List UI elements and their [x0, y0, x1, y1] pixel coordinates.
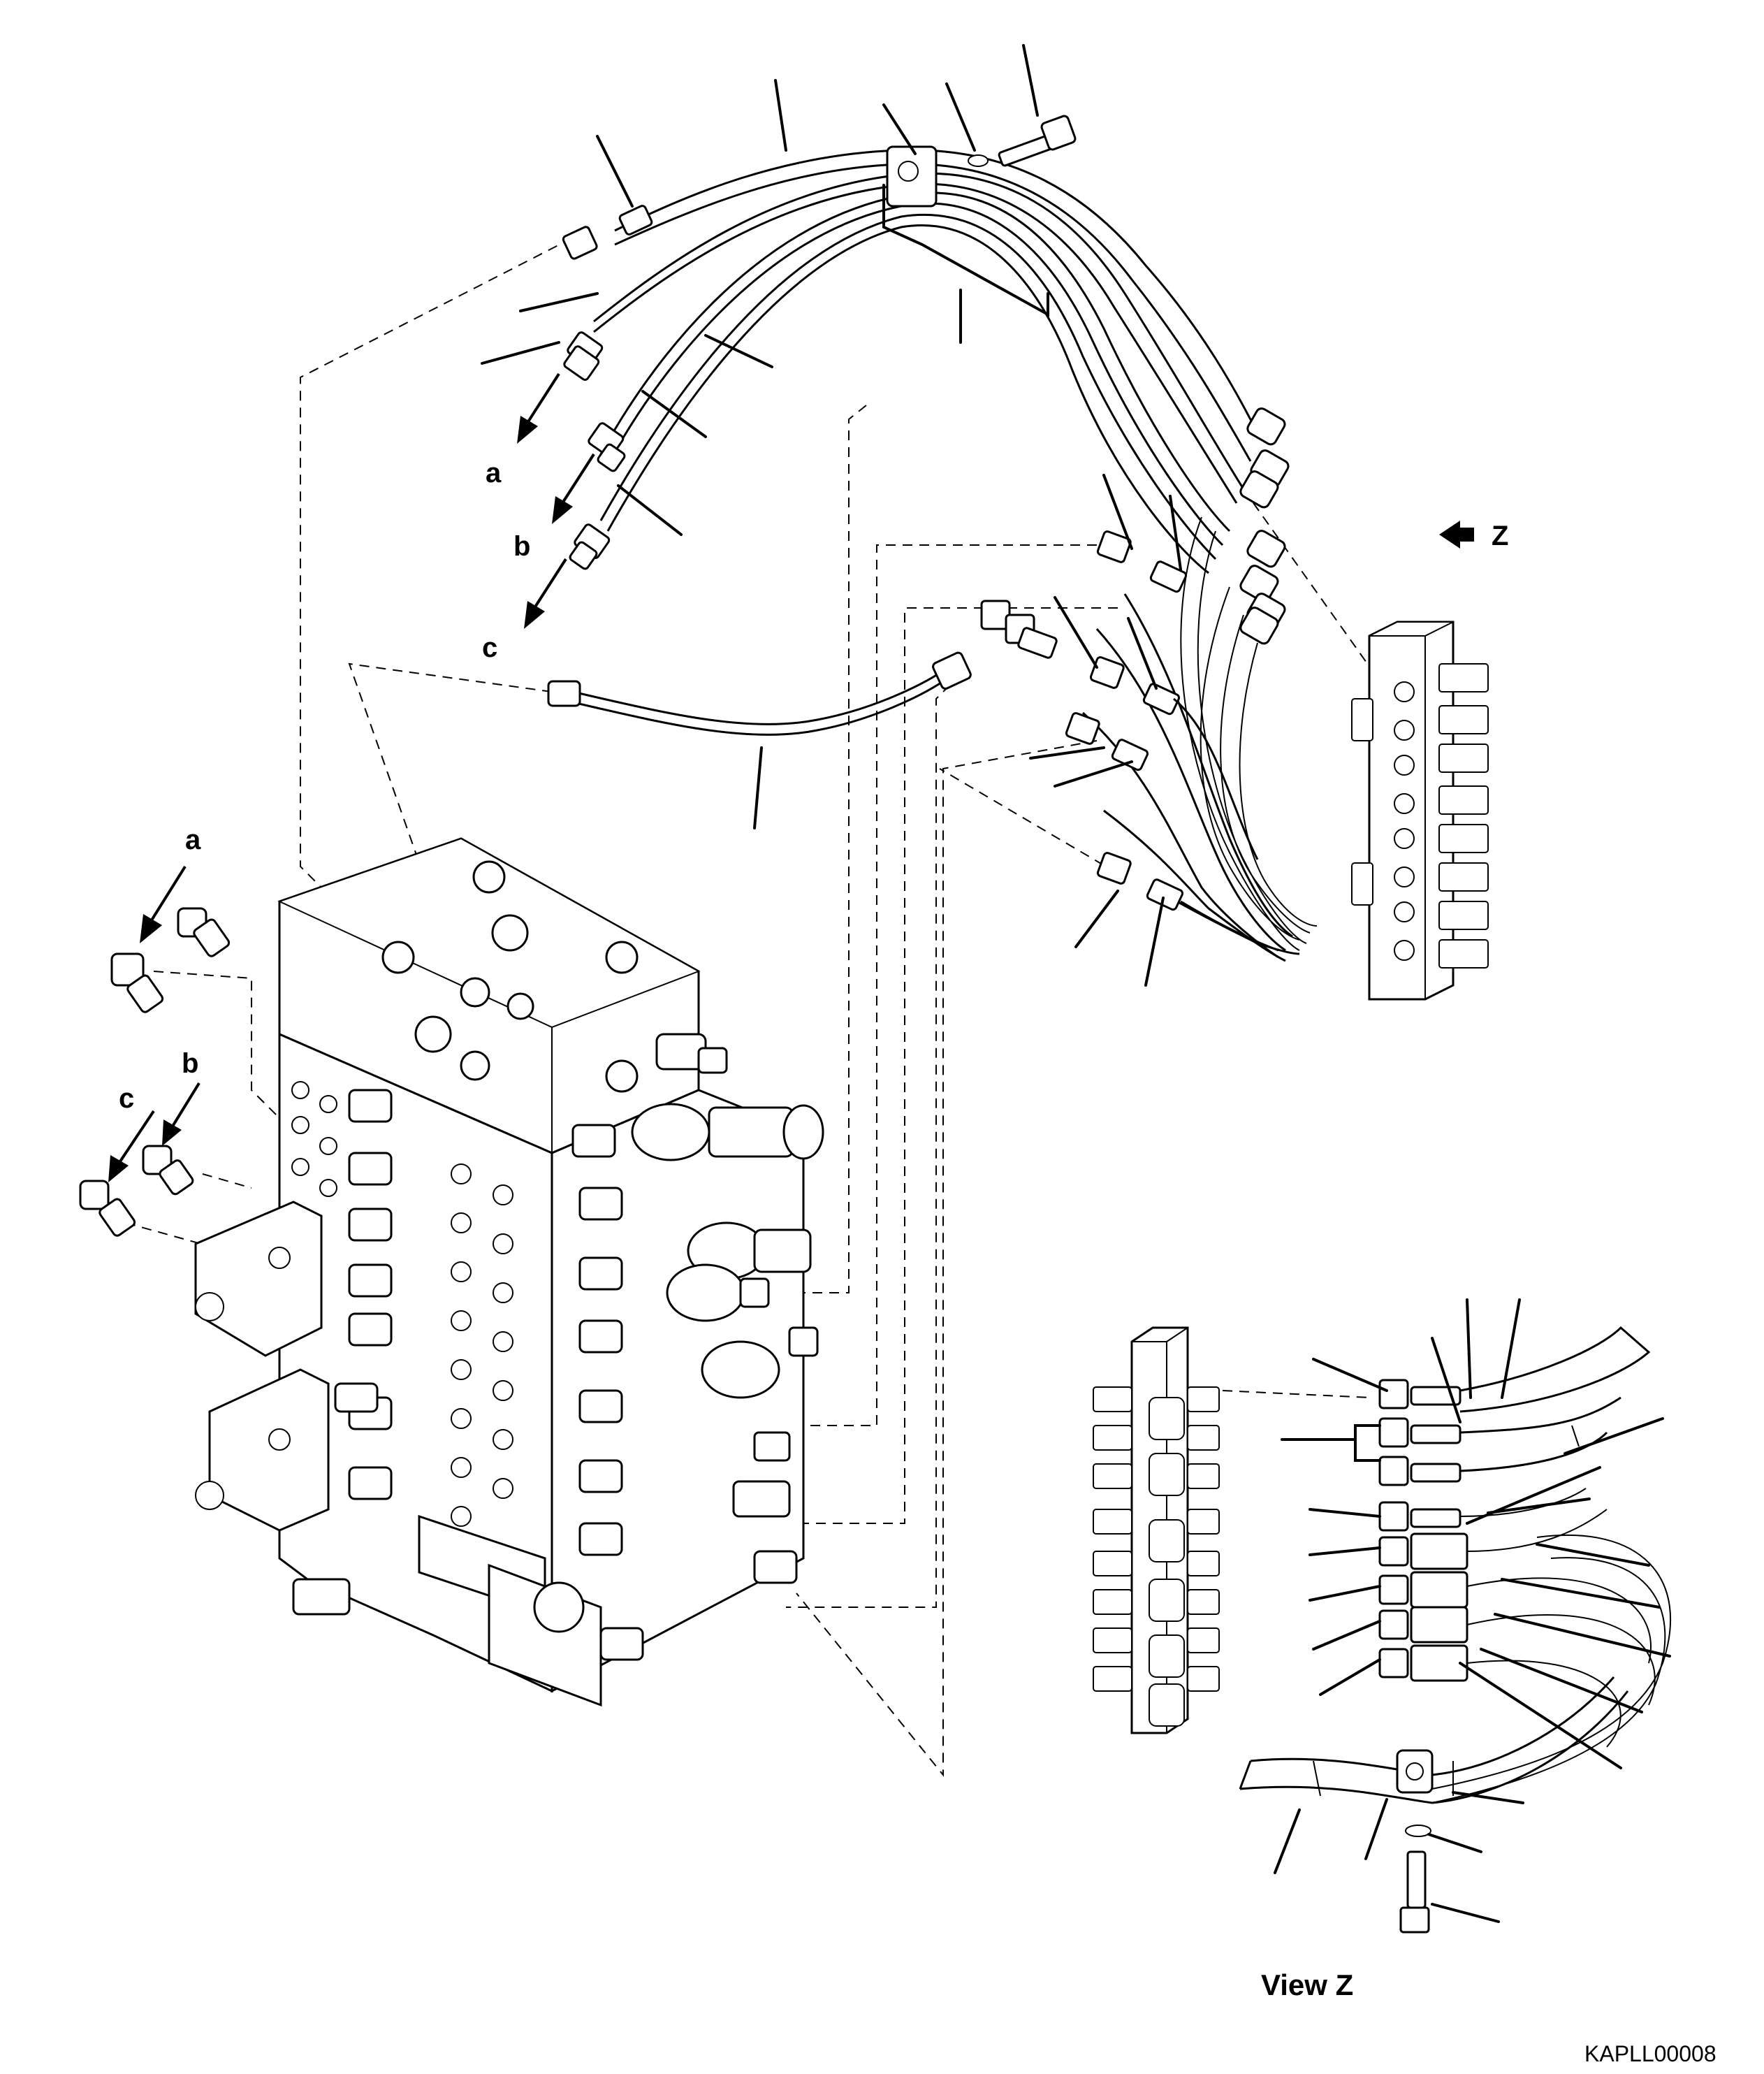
label-b-left: b	[182, 1048, 198, 1079]
label-c-top: c	[482, 632, 497, 663]
view-z-leader-lines	[1274, 1298, 1671, 1923]
top-left-arrows: a b c	[482, 372, 595, 663]
view-z-hose-fittings	[1378, 1379, 1468, 1682]
label-z: Z	[1492, 521, 1508, 551]
middle-hose-fittings	[980, 530, 1279, 952]
label-b-top: b	[513, 531, 530, 562]
valve-body-holes	[291, 1081, 513, 1527]
view-z-caption: View Z	[1261, 1968, 1353, 2001]
leader-lines-top	[481, 44, 1182, 987]
hose-clamp-top	[882, 115, 1077, 317]
hose-end-fittings-top-right	[1239, 407, 1290, 645]
control-valve-assembly	[194, 837, 824, 1707]
left-arrows: a b c	[108, 825, 201, 1182]
manifold-block-top	[1351, 621, 1489, 1001]
hose-end-fittings-top-left	[562, 205, 653, 570]
valve-left-plates	[194, 1089, 393, 1616]
view-z-pointer: Z	[1439, 521, 1508, 551]
drawing-code: KAPLL00008	[1584, 2041, 1716, 2066]
valve-spool-fittings	[571, 1033, 824, 1584]
manifold-ports-top	[1351, 663, 1489, 969]
pilot-hose-long	[547, 651, 972, 736]
label-c-left: c	[119, 1083, 134, 1114]
label-a-left: a	[185, 825, 201, 855]
label-a-top: a	[486, 458, 502, 488]
view-z-hoses	[1239, 1326, 1672, 1934]
left-elbow-fittings	[79, 907, 231, 1237]
top-hose-harness	[593, 149, 1318, 962]
view-z-detail: View Z	[1093, 1298, 1672, 2001]
view-z-manifold-ports	[1093, 1386, 1220, 1727]
